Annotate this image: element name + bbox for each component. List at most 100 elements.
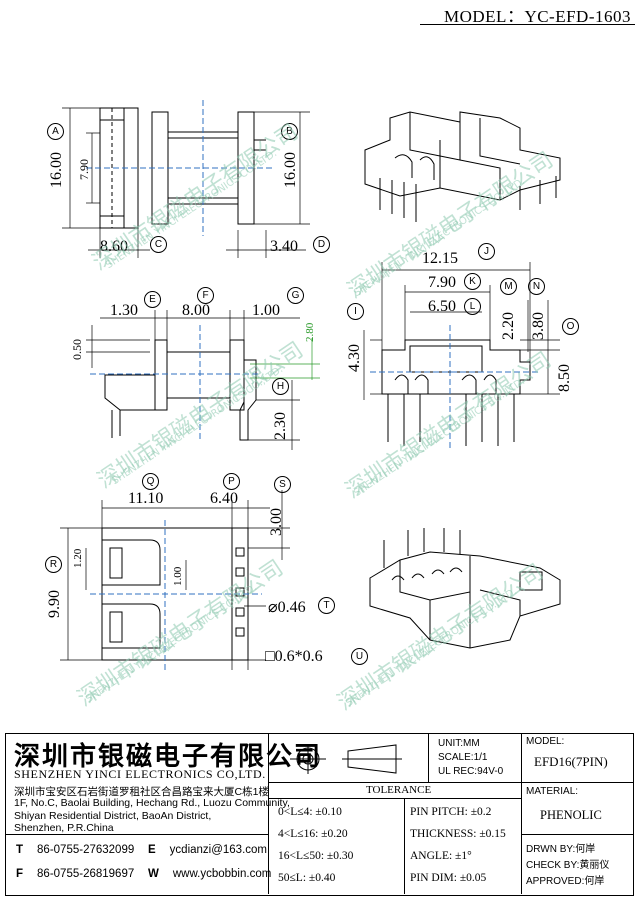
divider-3 xyxy=(521,734,522,894)
tol-left-2: 4<L≤16: ±0.20 xyxy=(278,828,348,840)
label-I: I xyxy=(347,303,364,320)
dim-K: 7.90 xyxy=(428,274,456,291)
dim-front-inner: 7.90 xyxy=(77,159,91,180)
address-en-2: Shiyan Residential District, BaoAn Distr… xyxy=(14,810,212,822)
label-O: O xyxy=(562,318,579,335)
label-U: U xyxy=(351,648,368,665)
dim-M: 2.20 xyxy=(500,312,517,340)
label-B: B xyxy=(281,123,298,140)
dim-I: 4.30 xyxy=(346,344,363,372)
divider-h5 xyxy=(6,834,268,835)
dim-small: 0.50 xyxy=(70,339,84,360)
dim-C: 8.60 xyxy=(100,238,128,255)
tel-label: T xyxy=(16,844,24,856)
email-label: E xyxy=(148,844,156,856)
divider-h1 xyxy=(268,782,521,783)
dim-Q: 11.10 xyxy=(128,490,164,507)
dim-E: 1.30 xyxy=(110,302,138,319)
technical-drawing xyxy=(60,100,561,670)
email-value: ycdianzi@163.com xyxy=(169,844,268,856)
iso-view-bottom xyxy=(369,528,561,649)
scale: SCALE:1/1 xyxy=(438,752,488,763)
end-view xyxy=(363,262,560,450)
dim-U: □0.6*0.6 xyxy=(265,648,323,665)
label-C: C xyxy=(150,236,167,253)
company-name-en: SHENZHEN YINCI ELECTRONICS CO,LTD. xyxy=(14,767,266,781)
dim-N: 3.80 xyxy=(530,312,547,340)
tel: T 86-0755-27632099 xyxy=(16,844,134,856)
tol-left-4: 50≤L: ±0.40 xyxy=(278,872,336,884)
side-view xyxy=(140,100,310,258)
dim-pitch-2: 1.00 xyxy=(172,566,184,586)
fax-value: 86-0755-26819697 xyxy=(37,868,135,880)
dim-G: 1.00 xyxy=(252,302,280,319)
tol-right-4: PIN DIM: ±0.05 xyxy=(410,872,487,884)
material-value: PHENOLIC xyxy=(540,808,602,822)
dim-R: 9.90 xyxy=(46,590,63,618)
label-F: F xyxy=(197,287,214,304)
web-label: W xyxy=(148,868,159,880)
tol-right-2: THICKNESS: ±0.15 xyxy=(410,828,506,840)
label-A: A xyxy=(47,123,64,140)
tel-value: 86-0755-27632099 xyxy=(37,844,135,856)
tolerance-title: TOLERANCE xyxy=(366,784,432,796)
label-T: T xyxy=(318,597,335,614)
label-H: H xyxy=(272,378,289,395)
label-L: L xyxy=(464,298,481,315)
tol-left-3: 16<L≤50: ±0.30 xyxy=(278,850,354,862)
label-P: P xyxy=(223,473,240,490)
label-E: E xyxy=(144,291,161,308)
address-en-1: 1F, No.C, Baolai Building, Hechang Rd., … xyxy=(14,797,290,809)
label-N: N xyxy=(528,278,545,295)
dim-P: 6.40 xyxy=(210,490,238,507)
label-M: M xyxy=(500,278,517,295)
dim-H-top: 2.80 xyxy=(304,322,316,342)
divider-h2 xyxy=(268,798,521,799)
address-cn: 深圳市宝安区石岩街道罗租社区合昌路宝来大厦C栋1楼 xyxy=(14,786,269,798)
dim-H: 2.30 xyxy=(272,412,289,440)
tol-left-1: 0<L≤4: ±0.10 xyxy=(278,806,342,818)
dim-B: 16.00 xyxy=(282,152,299,188)
tol-right-1: PIN PITCH: ±0.2 xyxy=(410,806,492,818)
label-D: D xyxy=(313,236,330,253)
header-rule xyxy=(420,24,635,25)
dim-F: 8.00 xyxy=(182,302,210,319)
model-header: MODEL：YC-EFD-1603 xyxy=(444,7,631,26)
label-R: R xyxy=(45,556,62,573)
ul-rec: UL REC:94V-0 xyxy=(438,766,504,777)
label-S: S xyxy=(274,476,291,493)
tol-right-3: ANGLE: ±1° xyxy=(410,850,472,862)
dim-J: 12.15 xyxy=(422,250,458,267)
label-J: J xyxy=(478,243,495,260)
iso-view-top xyxy=(364,111,561,222)
dim-D: 3.40 xyxy=(270,238,298,255)
label-K: K xyxy=(464,273,481,290)
dim-O: 8.50 xyxy=(556,364,573,392)
dim-S: 3.00 xyxy=(268,508,285,536)
fax-label: F xyxy=(16,868,24,880)
divider-1 xyxy=(268,734,269,894)
projection-symbol xyxy=(290,744,402,774)
front-view xyxy=(62,107,150,258)
company-name-cn: 深圳市银磁电子有限公司 xyxy=(14,742,323,772)
model-label: MODEL: xyxy=(526,736,565,747)
model-value: EFD16(7PIN) xyxy=(534,754,608,769)
material-label: MATERIAL: xyxy=(526,786,579,797)
bottom-view xyxy=(60,490,290,670)
web-value: www.ycbobbin.com xyxy=(172,868,272,880)
dim-L: 6.50 xyxy=(428,298,456,315)
divider-4 xyxy=(404,798,405,894)
label-Q: Q xyxy=(142,473,159,490)
approved-by: APPROVED:何岸 xyxy=(526,876,605,887)
check-by: CHECK BY:黄丽仪 xyxy=(526,860,610,871)
divider-h4 xyxy=(521,834,633,835)
dim-pitch-1: 1.20 xyxy=(72,548,84,568)
unit: UNIT:MM xyxy=(438,738,480,749)
side-view-2 xyxy=(86,310,320,450)
divider-h3 xyxy=(521,782,633,783)
drawn-by: DRWN BY:何岸 xyxy=(526,844,596,855)
dim-A: 16.00 xyxy=(48,152,65,188)
fax: F 86-0755-26819697 xyxy=(16,868,134,880)
